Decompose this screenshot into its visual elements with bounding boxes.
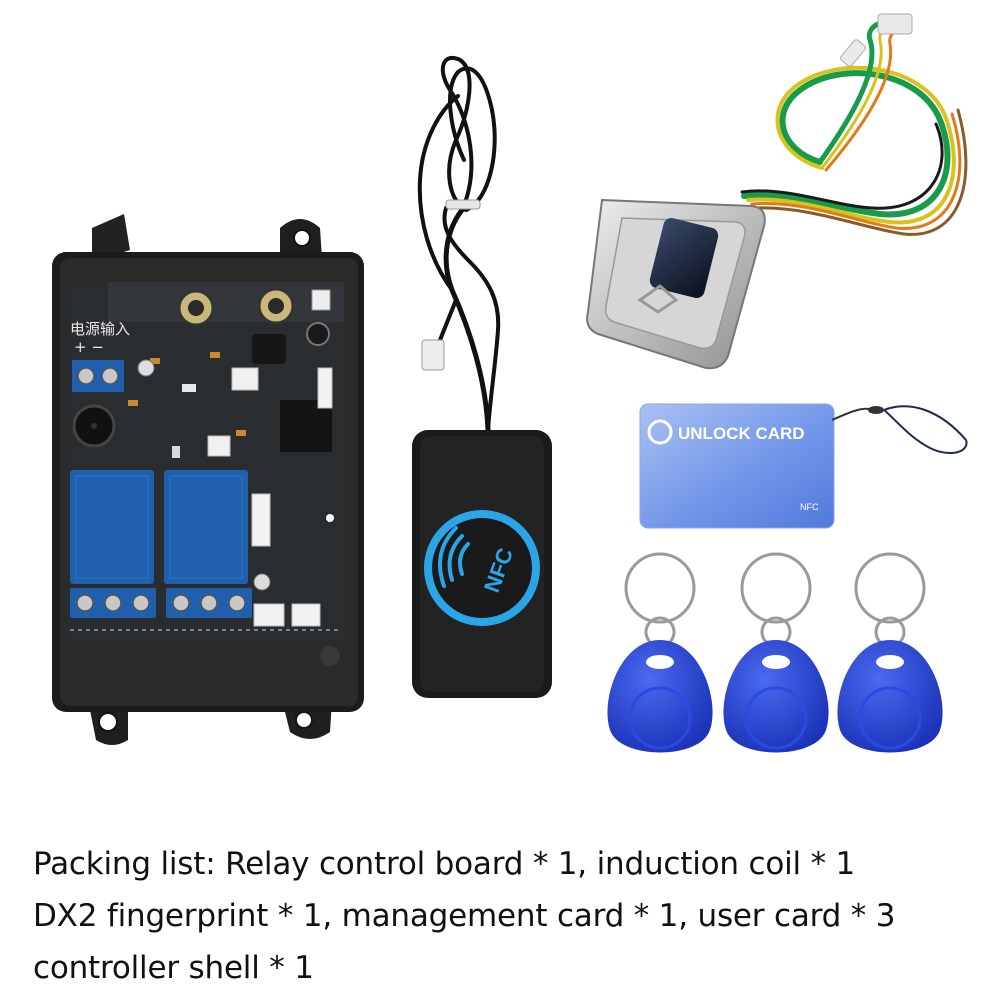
packing-list-line-3: controller shell * 1 — [33, 950, 314, 986]
mount-hole-bottom-right — [295, 711, 313, 729]
fingerprint-module — [586, 198, 766, 370]
nfc-wave-icon — [438, 526, 470, 588]
relay-1 — [70, 470, 154, 584]
user-card-2 — [723, 552, 829, 753]
packing-list-line-1: Packing list: Relay control board * 1, i… — [33, 846, 856, 882]
mcu-chip — [280, 400, 332, 452]
mount-hole-top — [293, 229, 311, 247]
wire-tie — [840, 39, 866, 67]
packing-list-caption: Packing list: Relay control board * 1, i… — [33, 838, 983, 994]
relay-2 — [164, 470, 248, 584]
fingerprint-sensor — [649, 217, 719, 299]
user-card-1 — [607, 552, 713, 753]
nfc-reader-cable — [417, 56, 501, 433]
fingerprint-led-ring — [637, 284, 679, 314]
mount-hole-bottom-left — [98, 712, 118, 732]
cable-tie — [445, 199, 481, 210]
card-label: UNLOCK CARD — [678, 424, 805, 443]
user-card-3 — [837, 552, 943, 753]
management-card: UNLOCK CARD NFC — [639, 403, 835, 529]
relay-control-board: 电源输入 + − — [68, 282, 344, 640]
unlock-logo-icon — [647, 419, 673, 445]
packing-list-line-2: DX2 fingerprint * 1, management card * 1… — [33, 898, 896, 934]
nfc-reader: NFC — [412, 430, 552, 698]
wire-connector — [877, 13, 913, 35]
board-plus-minus: + − — [74, 338, 104, 356]
power-terminal-block — [72, 360, 124, 392]
relay-1-terminal-block — [70, 588, 156, 618]
card-lanyard — [831, 405, 968, 455]
rj-connector — [421, 339, 445, 371]
board-input-label: 电源输入 — [70, 320, 130, 338]
relay-2-terminal-block — [166, 588, 252, 618]
product-photo: 电源输入 + − — [52, 13, 968, 753]
fingerprint-wires — [740, 18, 968, 236]
inductor — [252, 334, 286, 364]
card-nfc-tag: NFC — [800, 502, 819, 512]
